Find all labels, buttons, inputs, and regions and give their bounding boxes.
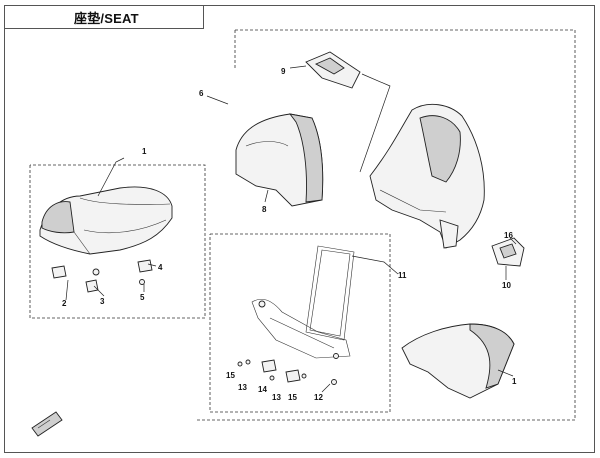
callout-15-b: 15 bbox=[288, 393, 297, 402]
backrest-shell bbox=[369, 103, 485, 249]
front-direction-arrow-icon bbox=[31, 411, 63, 437]
callout-6: 6 bbox=[199, 89, 204, 98]
callout-11: 11 bbox=[398, 271, 407, 280]
leader-lines bbox=[65, 65, 517, 393]
callout-9: 9 bbox=[281, 67, 286, 76]
callout-15-a: 15 bbox=[226, 371, 235, 380]
callout-14: 14 bbox=[258, 385, 267, 394]
group-box-seat bbox=[29, 164, 206, 319]
diagram-frame bbox=[4, 5, 595, 453]
callout-2: 2 bbox=[62, 299, 67, 308]
callout-5: 5 bbox=[140, 293, 145, 302]
callout-13-b: 13 bbox=[272, 393, 281, 402]
group-box-frame bbox=[209, 233, 391, 413]
callout-4: 4 bbox=[158, 263, 163, 272]
rear-cover bbox=[401, 323, 515, 399]
bracket-part bbox=[491, 237, 525, 267]
group-box-backrest bbox=[195, 29, 576, 421]
seat-cushion bbox=[39, 186, 173, 293]
callout-1-rear: 1 bbox=[512, 377, 517, 386]
title-box bbox=[4, 5, 204, 29]
callout-10: 10 bbox=[502, 281, 511, 290]
callout-3: 3 bbox=[100, 297, 105, 306]
callout-1-seat: 1 bbox=[142, 147, 147, 156]
callout-8: 8 bbox=[262, 205, 267, 214]
grip-handle bbox=[305, 51, 361, 89]
seat-frame bbox=[251, 245, 355, 359]
fastener-set bbox=[237, 359, 337, 385]
callout-12: 12 bbox=[314, 393, 323, 402]
page-title: 座垫/SEAT bbox=[74, 11, 139, 26]
callout-16: 16 bbox=[504, 231, 513, 240]
backrest-cover bbox=[235, 113, 324, 207]
callout-13-a: 13 bbox=[238, 383, 247, 392]
